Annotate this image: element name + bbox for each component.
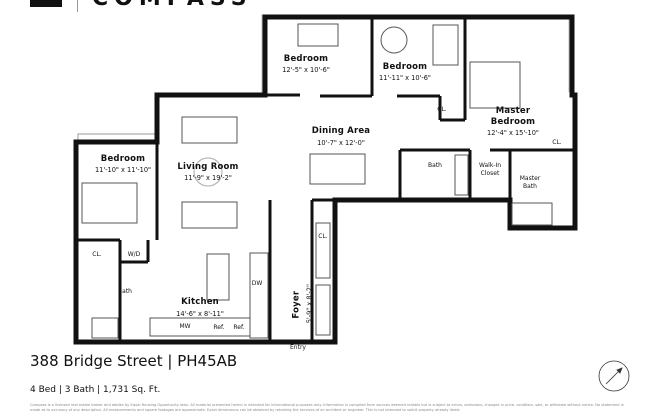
room-dims: 5'-9" x 8'-2" <box>305 283 314 324</box>
microwave-label: MW <box>179 323 191 330</box>
entry-label: Entry <box>290 344 306 351</box>
listing-summary: 4 Bed | 3 Bath | 1,731 Sq. Ft. <box>30 385 161 395</box>
room-name: Dining Area <box>311 126 371 136</box>
furniture <box>81 23 553 339</box>
closet-label: CL. <box>318 233 328 240</box>
bath-label: Bath <box>118 288 132 295</box>
disclaimer: Compass is a licensed real estate broker… <box>30 403 624 412</box>
refrigerator-label: Ref. <box>213 324 225 331</box>
master-bath-label: Master <box>519 175 541 182</box>
washer-dryer-label: W/D <box>127 251 141 258</box>
room-name: Foyer <box>291 290 302 319</box>
room-dims: 12'-5" x 10'-6" <box>282 66 330 74</box>
room-dims: 10'-7" x 12'-0" <box>317 139 365 147</box>
room-name: Bedroom <box>283 54 329 64</box>
room-name: Bedroom <box>490 117 536 127</box>
room-dims: 11'-9" x 19'-2" <box>184 174 232 182</box>
refrigerator-label: Ref. <box>233 324 245 331</box>
dishwasher-label: DW <box>251 280 263 287</box>
room-dims: 11'-10" x 11'-10" <box>94 166 152 174</box>
listing-title: 388 Bridge Street | PH45AB <box>30 352 238 370</box>
closet-label: CL. <box>92 251 102 258</box>
master-bath-label: Bath <box>523 183 537 190</box>
room-name: Kitchen <box>181 297 219 307</box>
walkin-label: Walk-In <box>478 162 502 169</box>
exterior-wall <box>73 14 578 345</box>
closet-label: CL. <box>437 106 447 113</box>
room-dims: 12'-4" x 15'-10" <box>487 129 539 137</box>
walkin-label: Closet <box>480 170 500 177</box>
room-dims: 14'-6" x 8'-11" <box>176 310 224 318</box>
room-name: Living Room <box>177 162 239 172</box>
room-name: Bedroom <box>100 154 146 164</box>
compass-logo-text: COMPASS <box>92 0 253 11</box>
room-dims: 11'-11" x 10'-6" <box>379 74 431 82</box>
window-frame <box>77 133 155 140</box>
room-name: Bedroom <box>382 62 428 72</box>
compass-logo-mark <box>30 0 62 7</box>
bath-label: Bath <box>428 162 442 169</box>
room-name: Master <box>495 106 531 116</box>
interior-walls <box>76 17 575 342</box>
closet-label: CL. <box>552 139 562 146</box>
north-arrow-icon <box>598 360 630 392</box>
logo-divider <box>77 0 78 12</box>
